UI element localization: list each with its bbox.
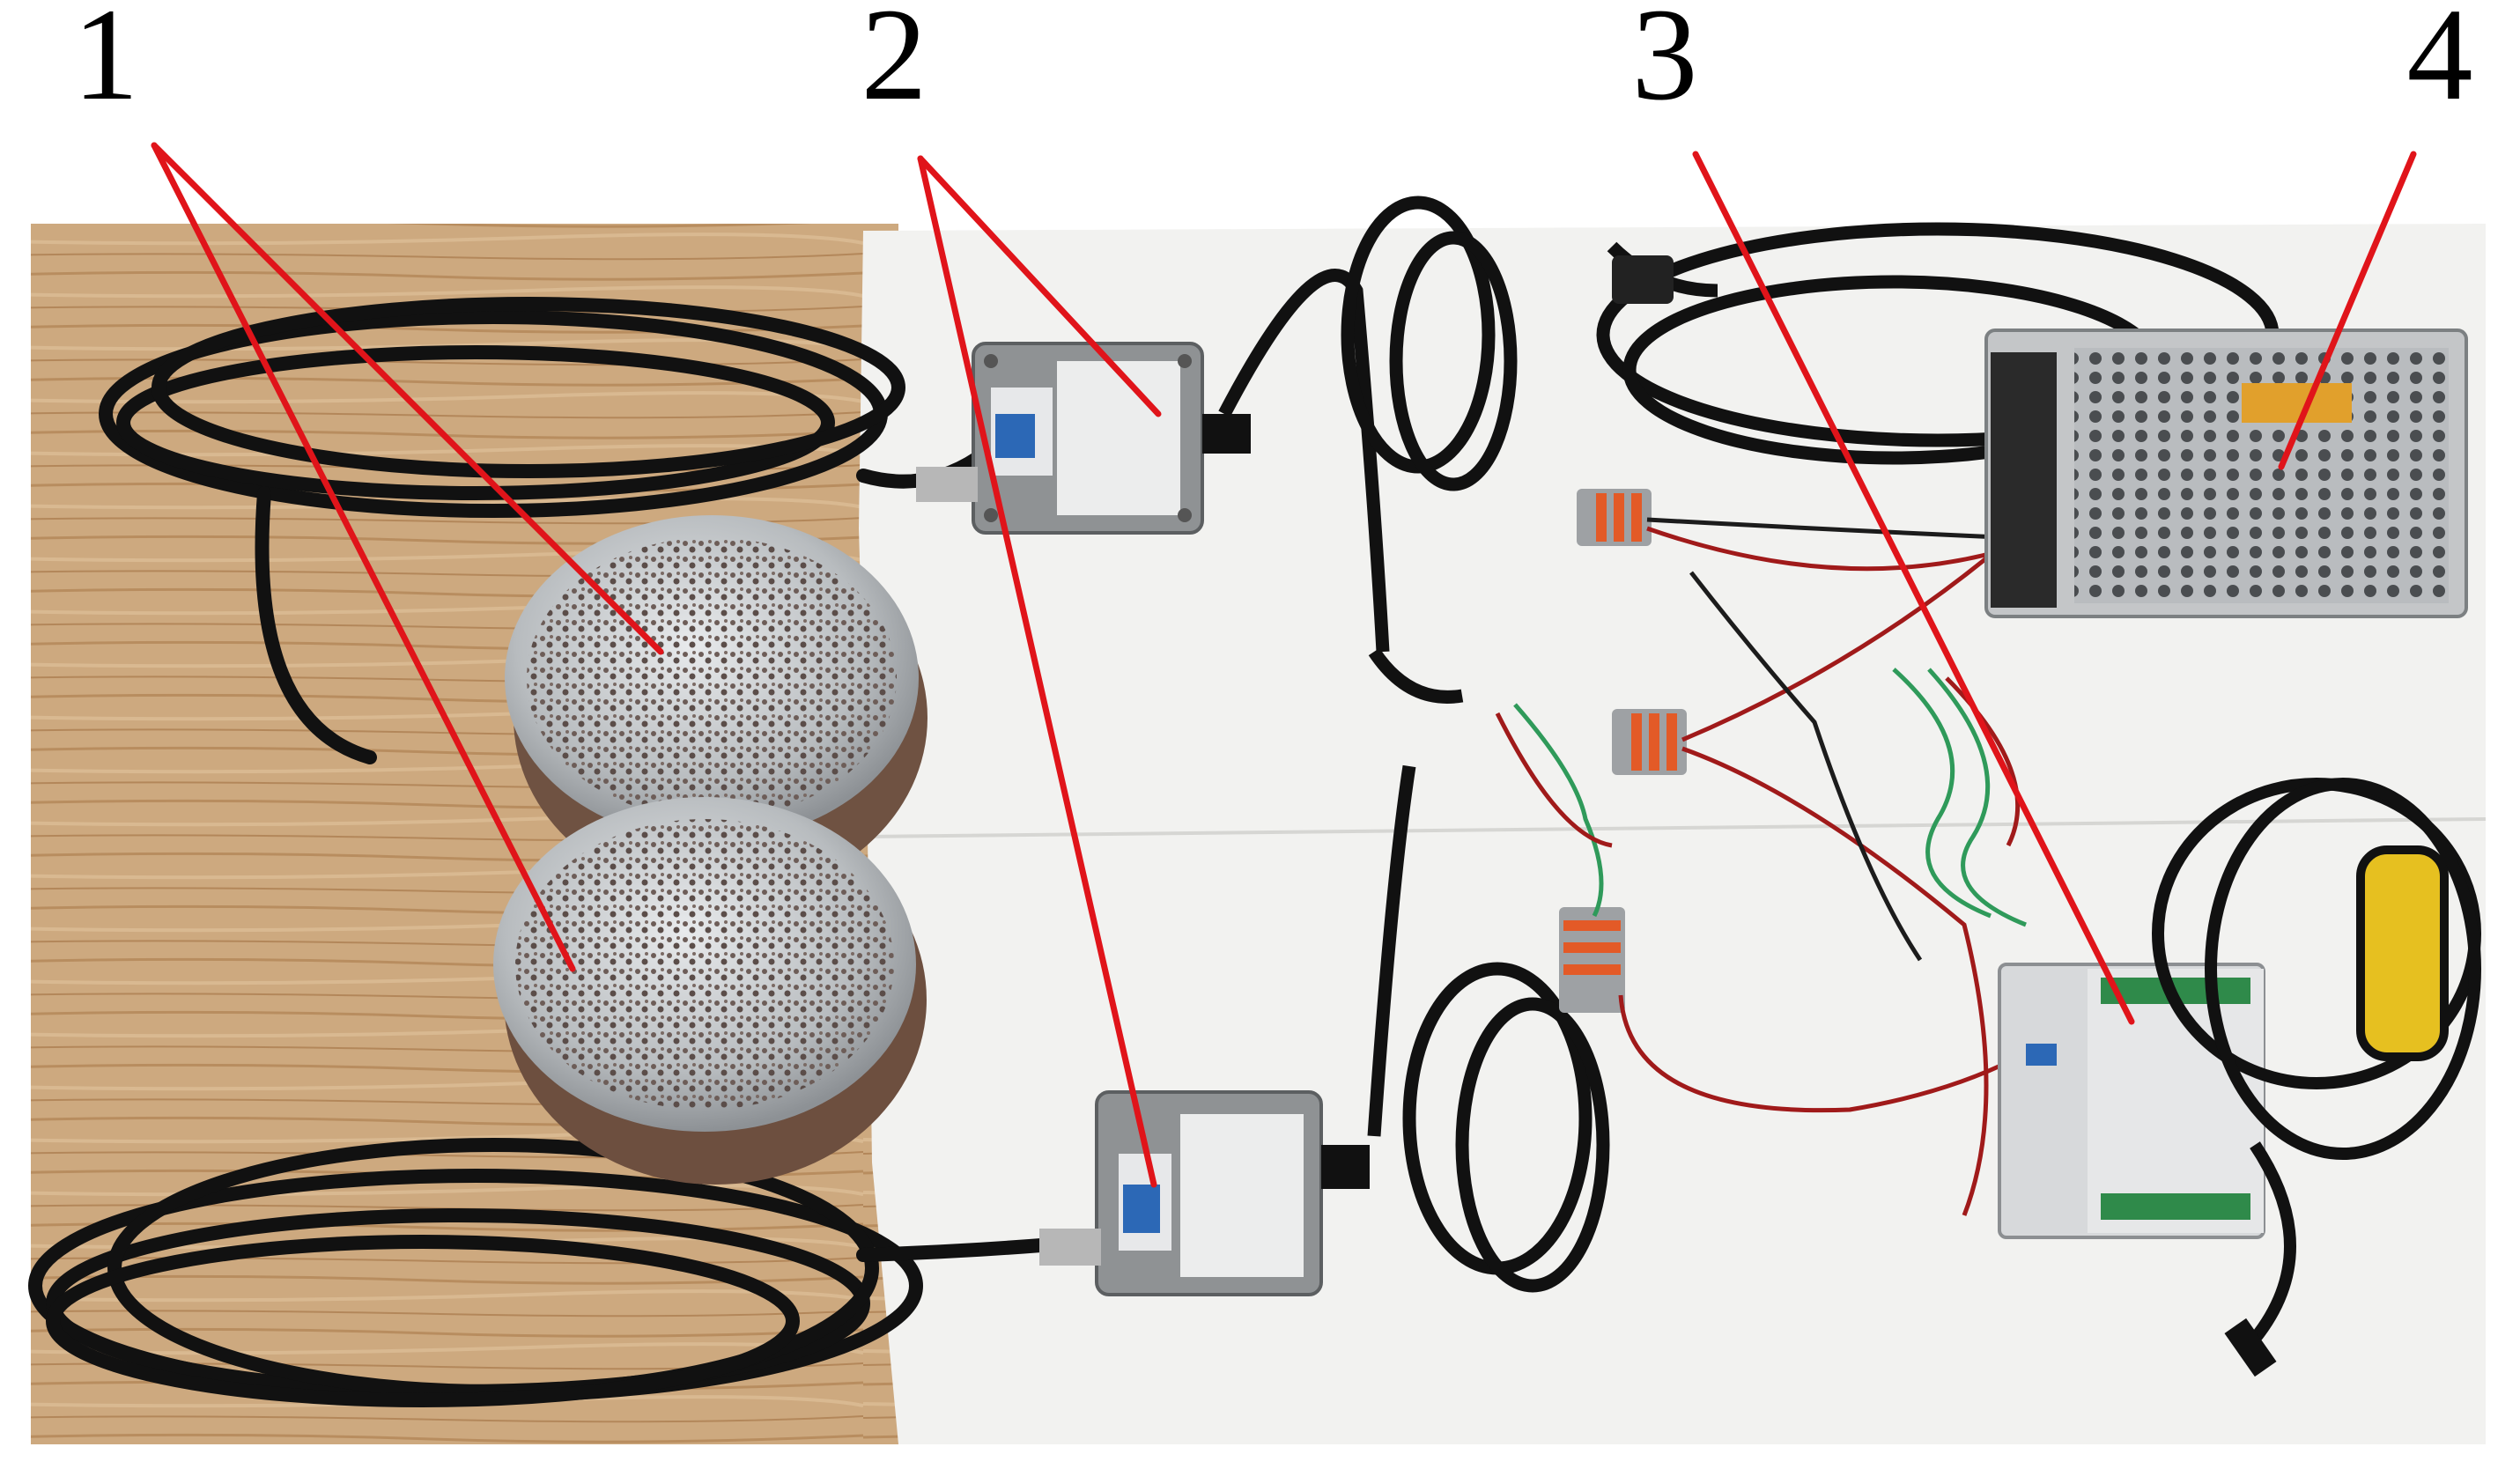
switching-power-supply	[1984, 328, 2468, 618]
transmitter-cable-coil-top	[1218, 196, 1518, 704]
data-acquisition-module	[1998, 963, 2265, 1239]
sensor-cable-coils	[28, 297, 1090, 1407]
signal-wires	[1495, 517, 2098, 1216]
usb-adapter	[2152, 778, 2481, 1377]
leader-line-2a	[917, 155, 1162, 417]
callout-label-1: 1	[73, 0, 139, 128]
load-cell-lower	[493, 797, 927, 1185]
callout-label-4: 4	[2407, 0, 2473, 128]
transmitter-cable-coil-bottom	[1367, 764, 1610, 1293]
leader-line-1a	[151, 142, 664, 655]
signal-transmitter-lower	[1039, 1090, 1370, 1296]
signal-transmitter-upper	[916, 342, 1251, 535]
callout-label-2: 2	[861, 0, 927, 128]
leader-lines	[151, 142, 2417, 1188]
leader-line-1b	[151, 142, 576, 972]
leader-line-4	[2278, 151, 2417, 470]
callout-label-3: 3	[1632, 0, 1698, 128]
leader-line-2b	[917, 155, 1157, 1188]
load-cell-upper	[505, 515, 927, 898]
leader-line-3	[1692, 151, 2135, 1025]
power-plug	[1612, 255, 1674, 304]
wire-connectors	[1559, 489, 1687, 1013]
